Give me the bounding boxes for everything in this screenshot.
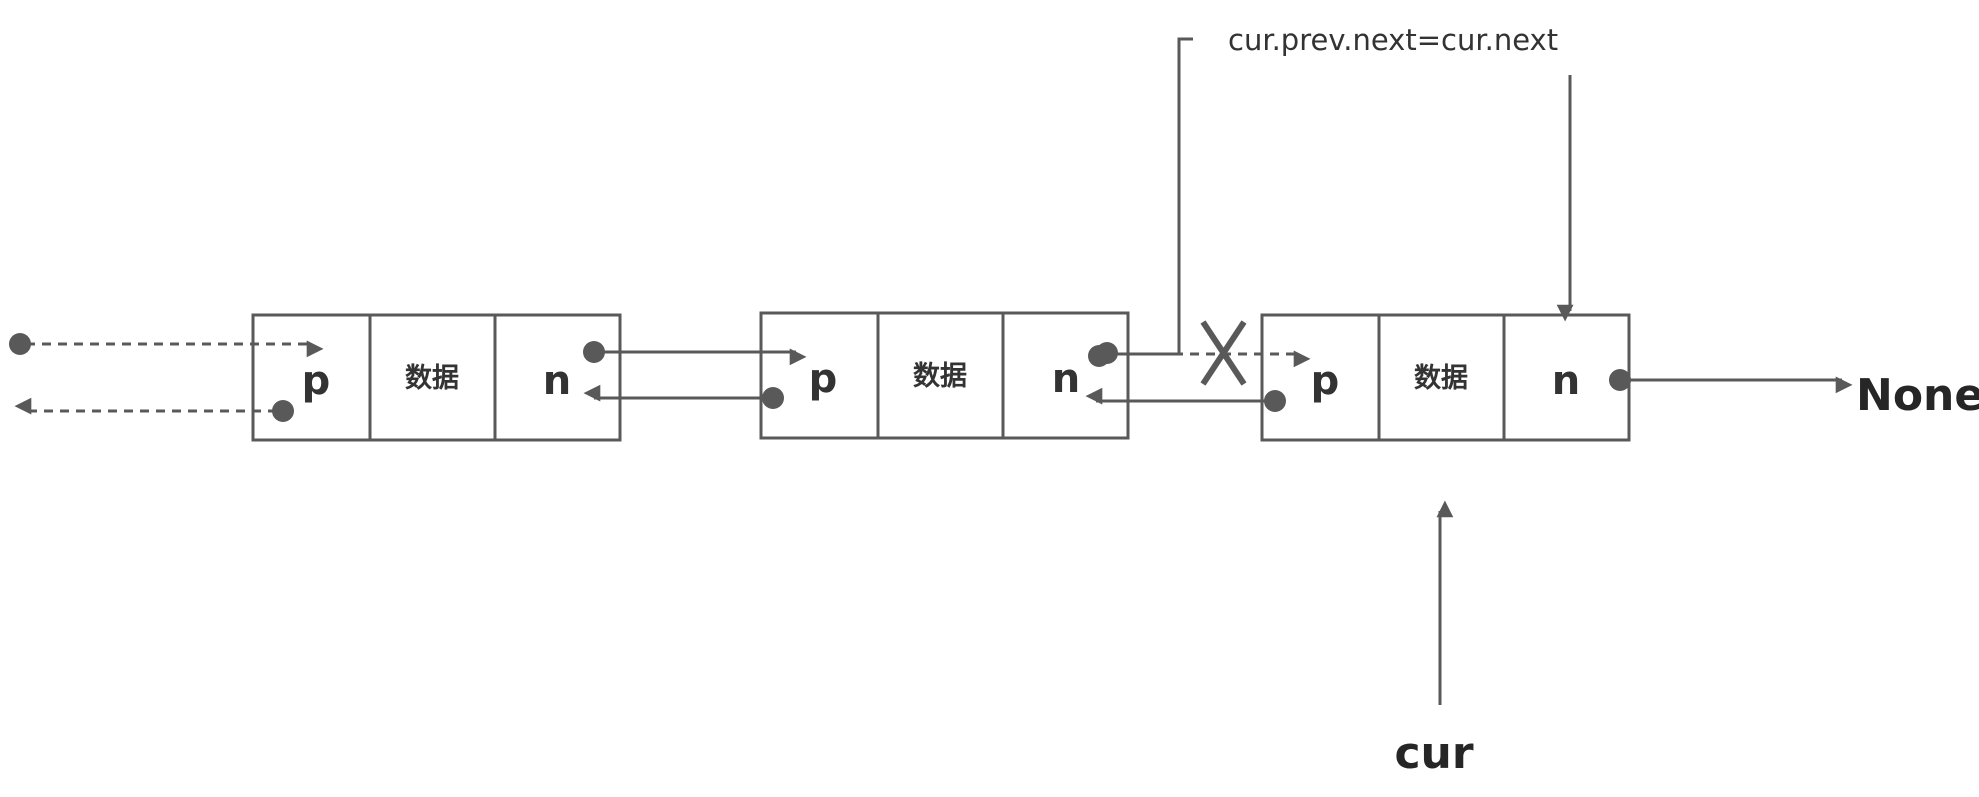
operation-leader-line	[1112, 37, 1193, 356]
node-1-box	[251, 313, 622, 442]
node-2-next-label: n	[1052, 356, 1080, 402]
node-3-box	[1260, 313, 1631, 442]
left-dashed-links	[9, 333, 324, 422]
operation-callout: cur.prev.next=cur.next	[1112, 23, 1574, 356]
node-2-prev-label: p	[809, 356, 838, 402]
node-3-prev-label: p	[1311, 358, 1340, 404]
node-3-next-label: n	[1552, 358, 1580, 404]
node-2-next-dot-2	[1096, 342, 1118, 364]
list-node-2: p 数据 n	[759, 311, 1130, 440]
cur-pointer: cur	[1394, 500, 1474, 779]
left-outer-dot	[9, 333, 31, 355]
node-2-box	[759, 311, 1130, 440]
node-1-prev-dot	[272, 400, 294, 422]
node-2-prev-dot	[762, 387, 784, 409]
node-1-data-label: 数据	[405, 363, 459, 394]
node-1-next-dot	[583, 341, 605, 363]
cross-mark-stroke-2	[1200, 320, 1247, 386]
link-node3-none: None	[1609, 369, 1979, 421]
links-node2-node3	[1085, 320, 1311, 412]
list-node-3: p 数据 n	[1260, 313, 1631, 442]
node-3-prev-dot	[1264, 390, 1286, 412]
list-node-1: p 数据 n	[251, 313, 622, 442]
node-1-prev-label: p	[302, 358, 331, 404]
node-3-data-label: 数据	[1414, 363, 1468, 394]
cur-label: cur	[1394, 728, 1473, 779]
node-1-next-label: n	[543, 358, 571, 404]
node-3-next-dot	[1609, 369, 1631, 391]
node-2-data-label: 数据	[913, 361, 967, 392]
none-label: None	[1856, 370, 1979, 421]
links-node1-node2	[583, 341, 807, 409]
operation-label: cur.prev.next=cur.next	[1228, 23, 1558, 57]
